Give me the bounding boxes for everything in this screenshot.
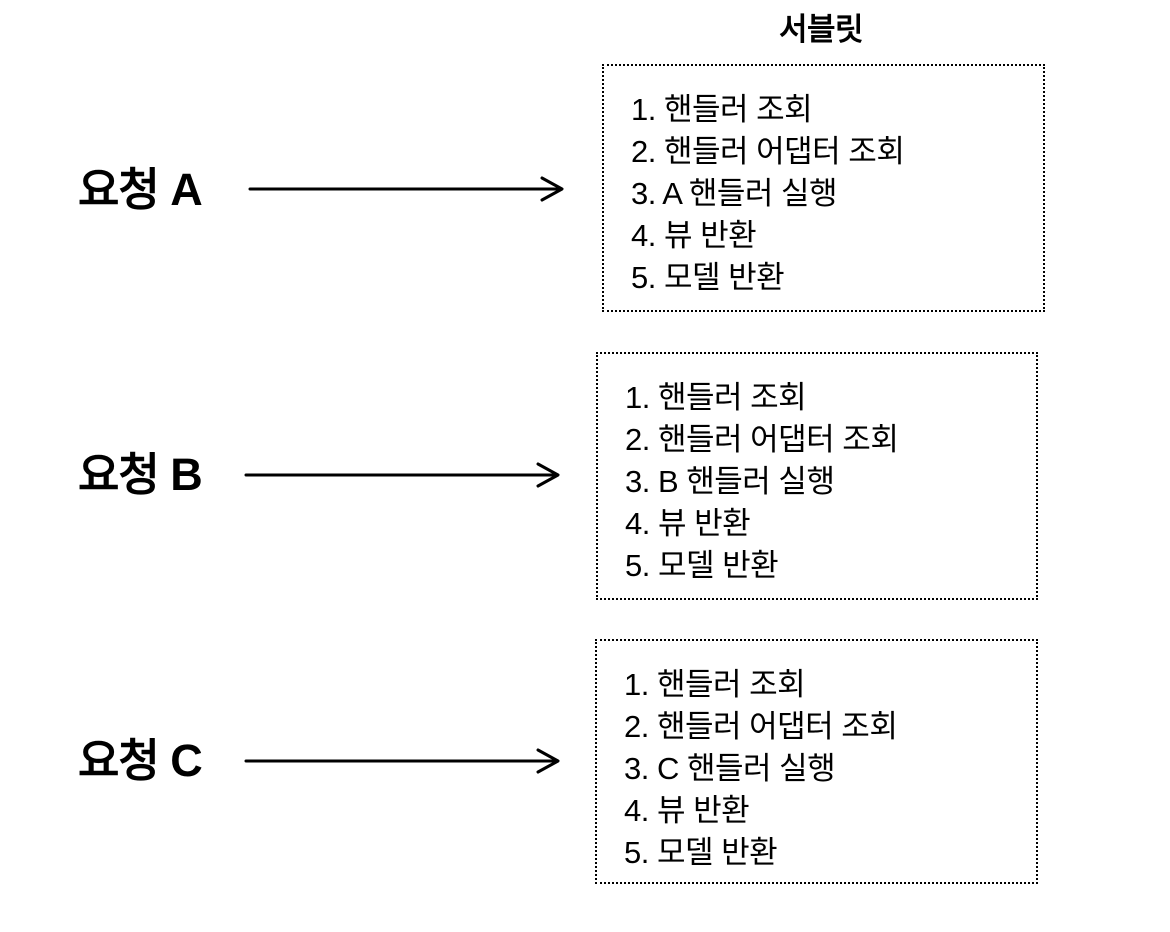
step-item: 3. A 핸들러 실행 bbox=[631, 176, 838, 211]
step-item: 5. 모델 반환 bbox=[631, 260, 785, 295]
servlet-box-c: 1. 핸들러 조회 2. 핸들러 어댑터 조회 3. C 핸들러 실행 4. 뷰… bbox=[595, 639, 1038, 884]
step-item: 1. 핸들러 조회 bbox=[624, 667, 806, 702]
step-item: 1. 핸들러 조회 bbox=[631, 92, 813, 127]
step-item: 4. 뷰 반환 bbox=[631, 218, 757, 253]
servlet-title: 서블릿 bbox=[778, 12, 864, 47]
step-item: 2. 핸들러 어댑터 조회 bbox=[624, 709, 898, 744]
step-item: 2. 핸들러 어댑터 조회 bbox=[625, 422, 899, 457]
step-item: 5. 모델 반환 bbox=[625, 548, 779, 583]
step-item: 2. 핸들러 어댑터 조회 bbox=[631, 134, 905, 169]
request-a-arrow-right-icon bbox=[248, 176, 564, 202]
step-item: 3. B 핸들러 실행 bbox=[625, 464, 835, 499]
step-item: 4. 뷰 반환 bbox=[625, 506, 751, 541]
step-item: 4. 뷰 반환 bbox=[624, 793, 750, 828]
step-item: 1. 핸들러 조회 bbox=[625, 380, 807, 415]
request-a-label: 요청 A bbox=[78, 164, 203, 215]
request-c-label: 요청 C bbox=[78, 735, 203, 786]
request-b-arrow-right-icon bbox=[244, 462, 560, 488]
servlet-box-a: 1. 핸들러 조회 2. 핸들러 어댑터 조회 3. A 핸들러 실행 4. 뷰… bbox=[602, 64, 1045, 312]
step-item: 5. 모델 반환 bbox=[624, 835, 778, 870]
request-b-label: 요청 B bbox=[78, 449, 203, 500]
step-item: 3. C 핸들러 실행 bbox=[624, 751, 836, 786]
servlet-box-b: 1. 핸들러 조회 2. 핸들러 어댑터 조회 3. B 핸들러 실행 4. 뷰… bbox=[596, 352, 1038, 600]
request-c-arrow-right-icon bbox=[244, 748, 560, 774]
